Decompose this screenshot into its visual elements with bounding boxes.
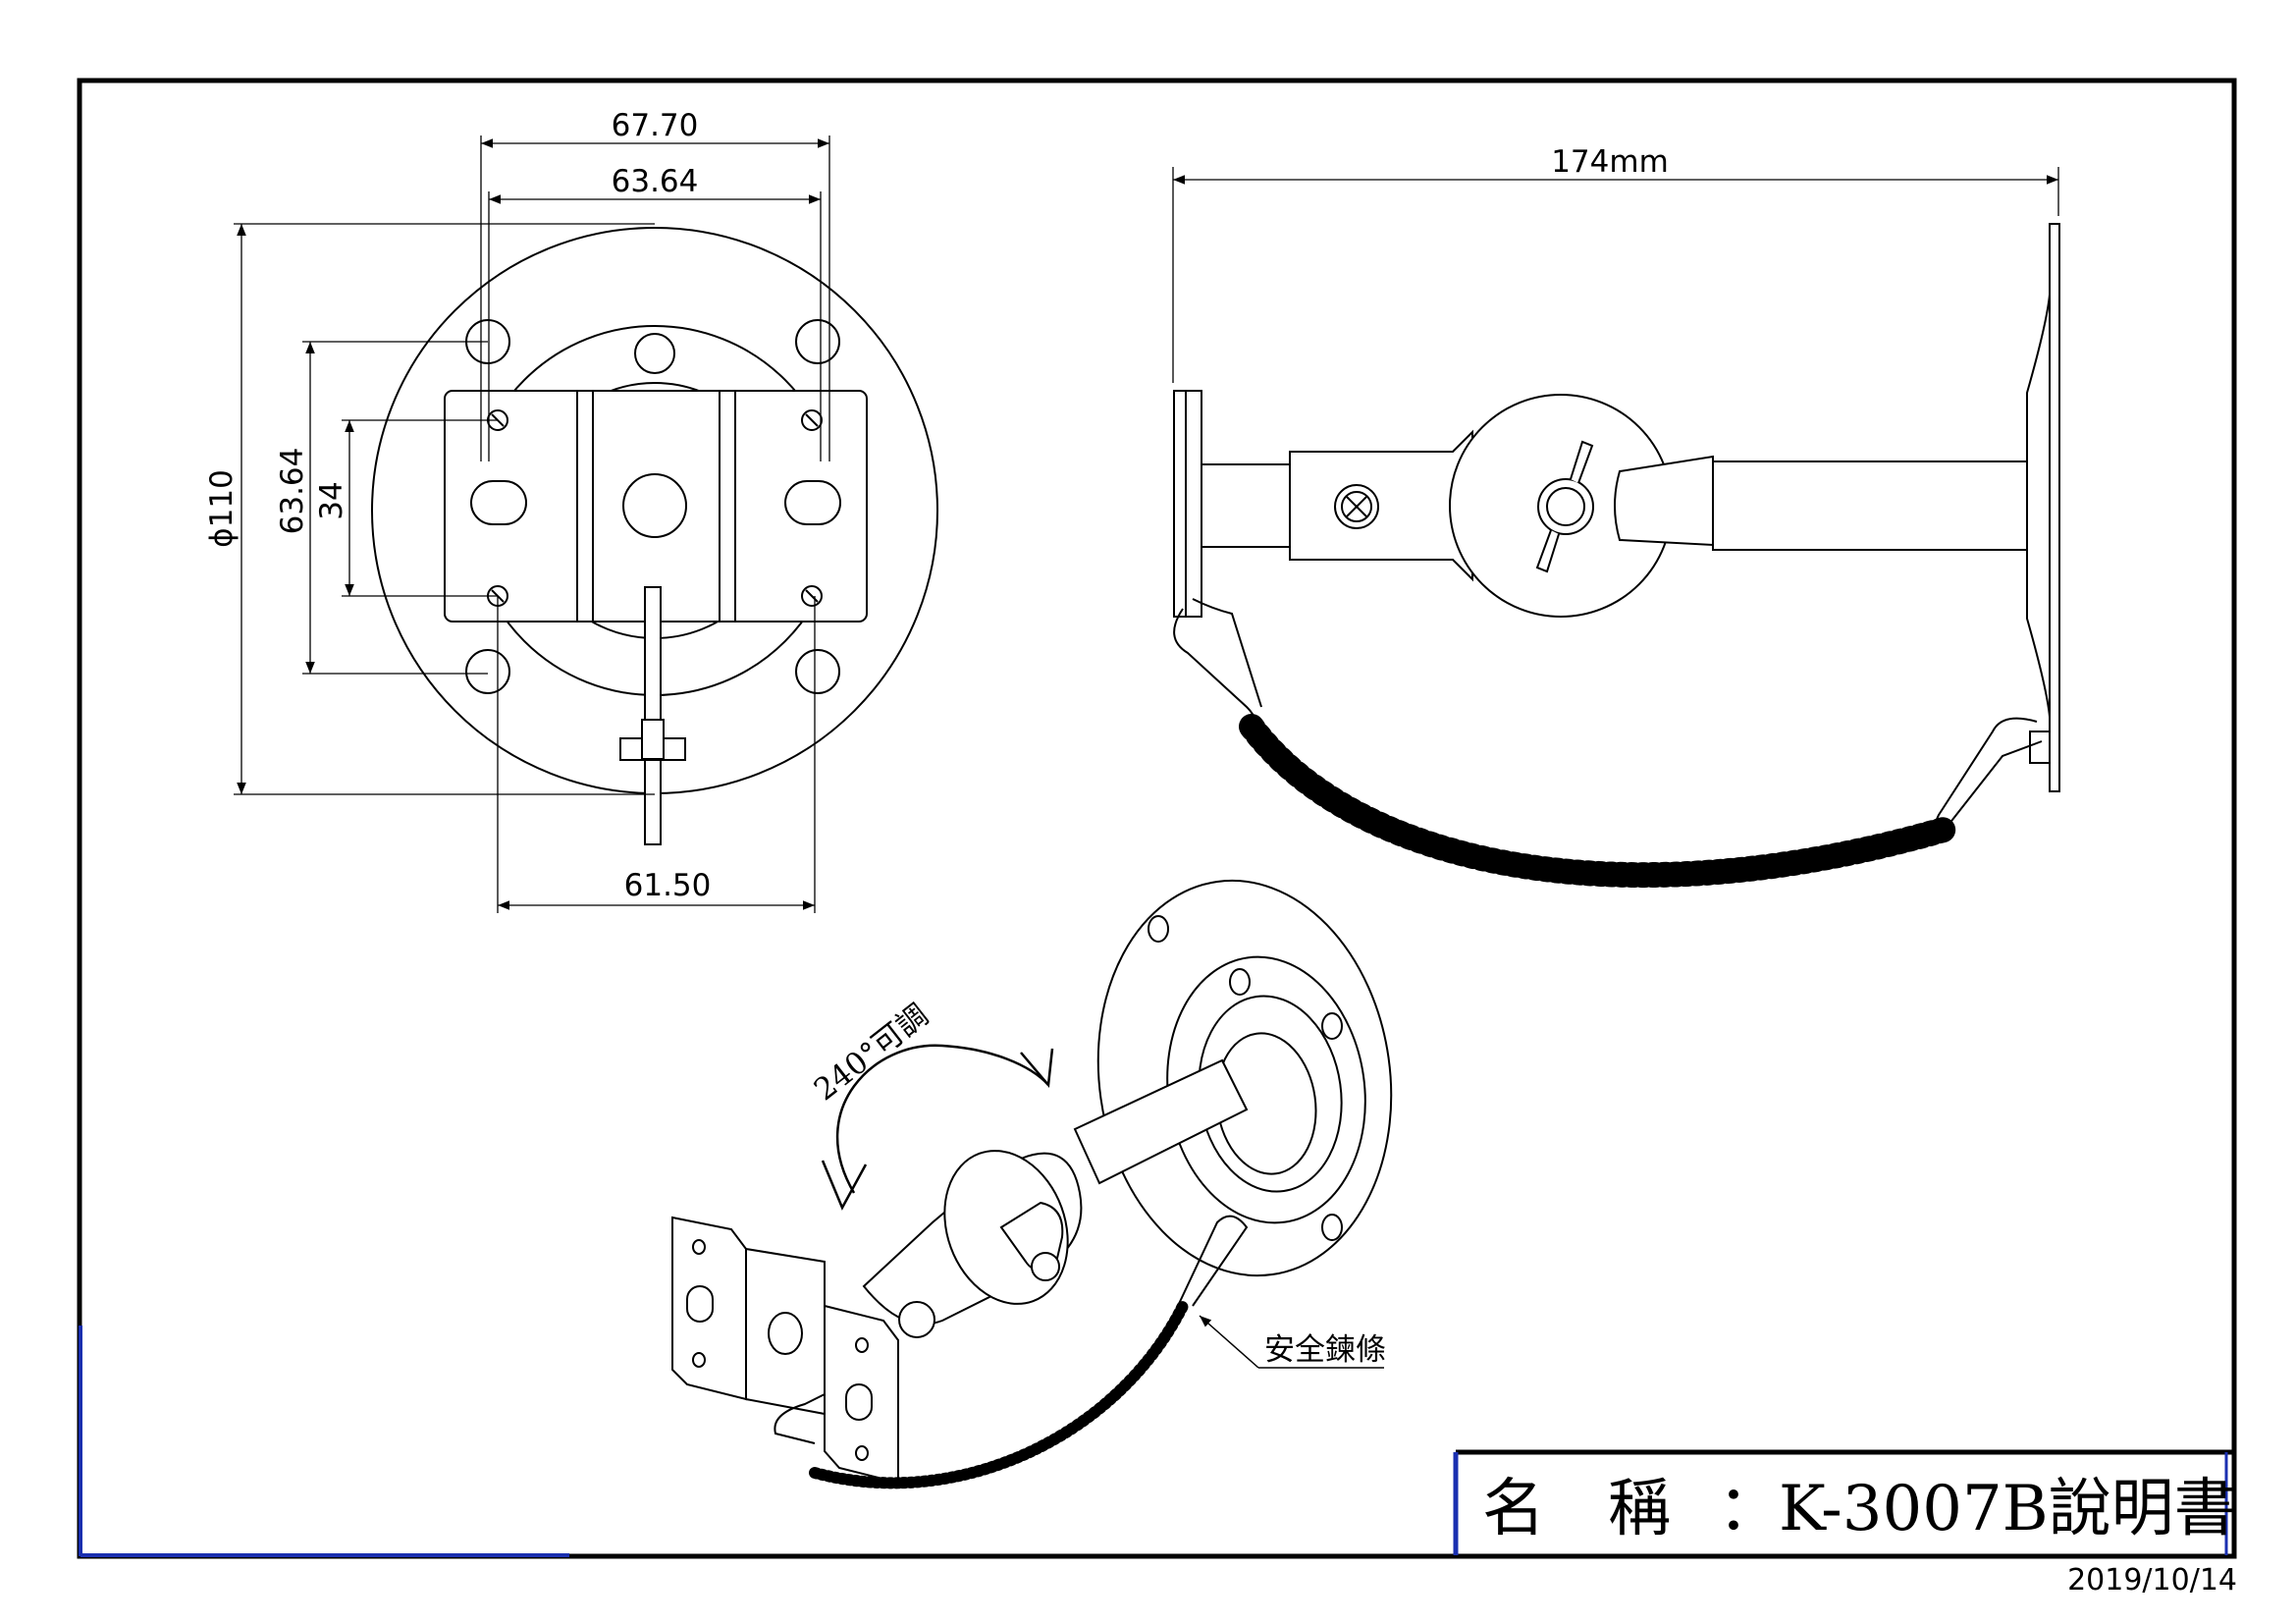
title-model: K-3007B說明書 [1779,1473,2237,1545]
iso-chain-clip [1177,1215,1249,1307]
side-bracket-plate [1173,390,1202,618]
side-arm-tube [1201,463,1291,548]
side-pivot-wedge [1614,455,1714,547]
side-flange-cone [2026,294,2051,718]
front-view [371,227,938,845]
mount-hole [795,319,840,364]
iso-flange-outer [1096,879,1393,1277]
dim-length: 174mm [1551,144,1669,180]
mount-hole [634,333,675,374]
title-separator: ： [1718,1473,1781,1545]
side-pole-tube [1712,460,2028,551]
side-clamp-screw [1334,484,1379,529]
chain-leader-line [1199,1315,1259,1369]
slot-hole [470,480,527,525]
screw-hole [801,409,823,431]
screw-hole [801,585,823,607]
iso-bracket-front [824,1304,899,1485]
dim-bottom-width: 61.50 [624,868,712,903]
side-clamp-body [1289,429,1473,582]
drawing-date: 2019/10/14 [2067,1563,2237,1597]
wing-bolt-tab [641,719,665,760]
center-bore [622,473,687,538]
front-dimensions [234,135,830,913]
dim-inner-width: 63.64 [612,164,699,199]
mount-hole [795,649,840,694]
iso-bracket-body [745,1247,826,1416]
side-view [1172,167,2060,889]
rotation-label: 240°可調 [808,998,935,1109]
dim-vertical-outer: 63.64 [275,448,310,535]
title-block [1453,1449,2233,1555]
chain-label: 安全鍊條 [1264,1332,1386,1368]
chain-clip [1173,608,1256,732]
slot-hole [784,480,841,525]
dim-outer-width: 67.70 [612,108,699,143]
iso-bracket-back [671,1216,747,1401]
iso-pole [1073,1058,1249,1185]
iso-view [671,879,1393,1489]
wing-bolt-stem [644,586,662,845]
iso-screw [898,1301,935,1338]
dim-diameter: ϕ110 [204,469,240,548]
dim-vertical-inner: 34 [314,481,349,519]
mount-hole [465,649,510,694]
drawing-border [77,78,2237,1559]
title-name-label: 名 稱 [1482,1473,1671,1545]
wing-nut [1537,478,1594,535]
rotation-arrow [835,1044,1049,1194]
coil-chain [1239,714,1956,889]
side-flange-plate [2049,223,2060,792]
